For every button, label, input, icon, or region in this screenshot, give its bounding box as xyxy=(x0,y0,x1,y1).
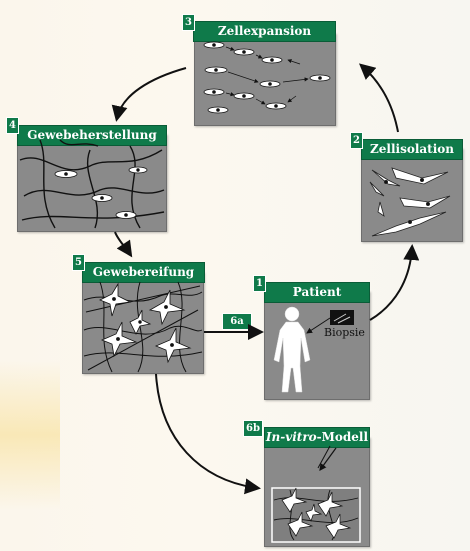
arrow-1-to-2 xyxy=(370,248,412,320)
cells-5 xyxy=(100,284,190,362)
biopsy-image xyxy=(330,310,354,325)
expansion-cells xyxy=(204,42,330,113)
biopsy-label: Biopsie xyxy=(324,326,365,339)
culture-well xyxy=(272,488,360,542)
arrow-4-to-5 xyxy=(115,232,130,254)
scaffold-fibers-5 xyxy=(84,282,202,372)
patient-figure xyxy=(274,307,310,392)
isolated-cells xyxy=(370,168,450,236)
arrow-3-to-4 xyxy=(117,68,186,118)
scaffold-fibers-4 xyxy=(20,140,164,228)
arrow-2-to-3 xyxy=(362,66,398,132)
arrow-5-to-6b xyxy=(156,374,257,488)
